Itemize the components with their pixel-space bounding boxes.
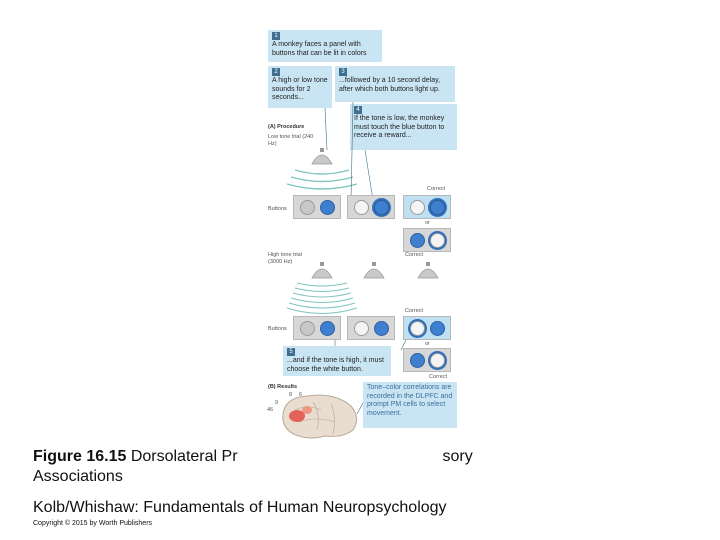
step-1-text: A monkey faces a panel with buttons that…	[272, 41, 367, 57]
speaker-icon	[363, 262, 385, 279]
copyright-notice: Copyright © 2015 by Worth Publishers	[33, 520, 153, 527]
step-1-number: 1	[272, 32, 280, 40]
button-right	[320, 200, 335, 215]
sound-waves-high	[286, 282, 358, 314]
step-1-callout: 1 A monkey faces a panel with buttons th…	[268, 30, 382, 62]
figure-number: Figure 16.15	[33, 448, 127, 465]
button-white	[354, 200, 369, 215]
step-2-number: 2	[272, 68, 280, 76]
button-blue	[410, 353, 425, 368]
results-label: (B) Results	[268, 384, 298, 390]
speaker-icon	[311, 148, 333, 165]
step-4-number: 4	[354, 106, 362, 114]
speaker-icon	[417, 262, 439, 279]
button-white	[430, 353, 445, 368]
step-4-text: If the tone is low, the monkey must touc…	[354, 115, 445, 139]
correct-label: Correct	[429, 374, 448, 380]
button-left	[300, 321, 315, 336]
area-label-6: 6	[299, 392, 303, 398]
area-label-9: 9	[275, 400, 279, 406]
experiment-figure: 1 A monkey faces a panel with buttons th…	[265, 30, 457, 440]
speaker-icon	[311, 262, 333, 279]
step-4-callout: 4 If the tone is low, the monkey must to…	[350, 104, 457, 150]
correct-label: Correct	[427, 186, 446, 192]
correct-label: Correct	[405, 252, 424, 258]
step-3-text: ...followed by a 10 second delay, after …	[339, 77, 441, 93]
book-credit: Kolb/Whishaw: Fundamentals of Human Neur…	[33, 499, 447, 516]
area-label-8: 8	[289, 392, 293, 398]
button-panel-idle	[293, 195, 341, 219]
button-panel-alt	[403, 348, 451, 372]
button-blue	[430, 321, 445, 336]
button-panel-idle	[293, 316, 341, 340]
procedure-label: (A) Procedure	[268, 124, 305, 130]
button-white	[410, 321, 425, 336]
step-5-text: ...and if the tone is high, it must choo…	[287, 357, 384, 373]
button-right	[320, 321, 335, 336]
step-3-number: 3	[339, 68, 347, 76]
button-blue	[430, 200, 445, 215]
buttons-label: Buttons	[268, 206, 287, 212]
high-tone-label: High tone trial (3000 Hz)	[268, 252, 302, 265]
correct-label: Correct	[405, 308, 424, 314]
button-panel-correct	[403, 195, 451, 219]
button-panel-lit	[347, 195, 395, 219]
or-label: or	[425, 220, 430, 226]
or-label: or	[425, 341, 430, 347]
step-2-callout: 2 A high or low tone sounds for 2 second…	[268, 66, 332, 108]
monkey-brain-illustration	[282, 394, 357, 439]
button-blue	[374, 321, 389, 336]
figure-title: Dorsolateral Pr	[126, 448, 238, 465]
figure-caption: Figure 16.15 Dorsolateral Pr sory Associa…	[33, 447, 503, 487]
button-blue	[410, 233, 425, 248]
buttons-label: Buttons	[268, 326, 287, 332]
step-5-callout: 5 ...and if the tone is high, it must ch…	[283, 346, 391, 376]
step-3-callout: 3 ...followed by a 10 second delay, afte…	[335, 66, 455, 102]
area-label-46: 46	[267, 407, 274, 413]
sound-waves-low	[286, 169, 358, 190]
low-tone-label: Low tone trial (240 Hz)	[268, 134, 314, 147]
button-left	[300, 200, 315, 215]
button-panel-correct	[403, 316, 451, 340]
button-white	[430, 233, 445, 248]
figure-title-line2: Associations	[33, 468, 123, 485]
button-white	[410, 200, 425, 215]
step-2-text: A high or low tone sounds for 2 seconds.…	[272, 77, 328, 101]
button-panel-lit	[347, 316, 395, 340]
button-panel-alt	[403, 228, 451, 252]
step-5-number: 5	[287, 348, 295, 356]
results-callout: Tone–color correlations are recorded in …	[363, 382, 457, 428]
figure-title-end: sory	[442, 448, 473, 465]
results-text: Tone–color correlations are recorded in …	[367, 384, 453, 417]
button-white	[354, 321, 369, 336]
button-blue	[374, 200, 389, 215]
